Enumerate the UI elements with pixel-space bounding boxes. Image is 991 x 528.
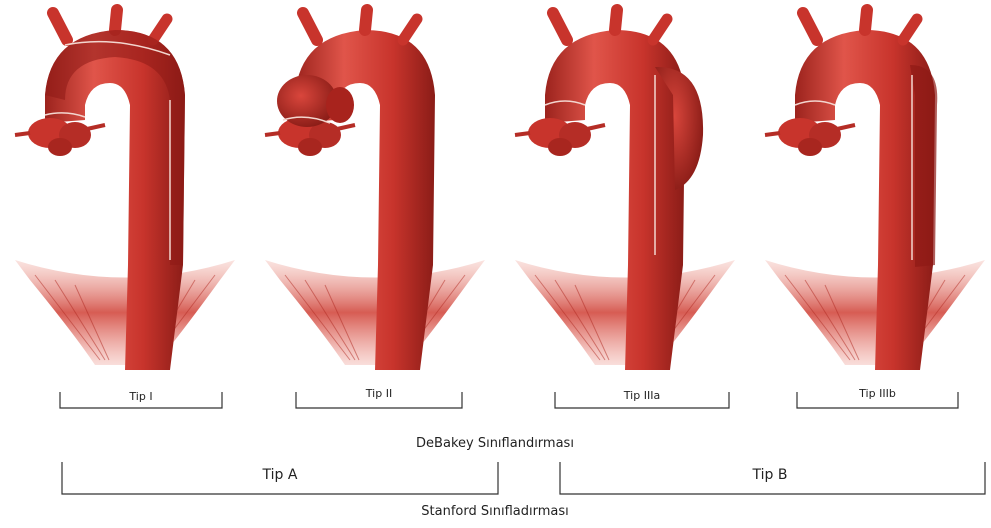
label-tip-2: Tip II (296, 387, 462, 400)
panel-tip-2 (265, 10, 485, 370)
label-tip-1: Tip I (60, 390, 222, 403)
stanford-classification-label: Stanford Sınıfladırması (340, 504, 650, 519)
label-tip-3a: Tip IIIa (555, 389, 729, 402)
stanford-type-a-label: Tip A (200, 467, 360, 483)
panel-tip-3a (515, 10, 735, 370)
panel-tip-1 (15, 10, 235, 370)
debakey-classification-label: DeBakey Sınıflandırması (340, 436, 650, 451)
stanford-type-b-label: Tip B (690, 467, 850, 483)
panel-tip-3b (765, 10, 985, 370)
label-tip-3b: Tip IIIb (797, 387, 958, 400)
